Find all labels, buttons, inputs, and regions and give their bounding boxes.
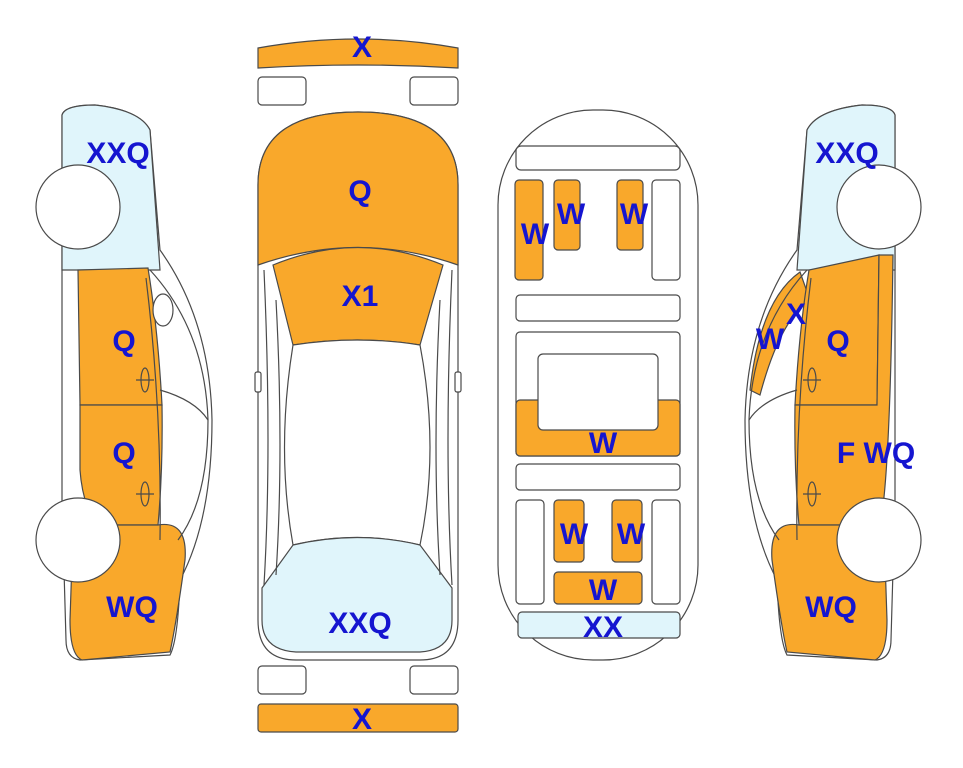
right-door-line	[435, 299, 441, 576]
left-front-wheel	[35, 164, 121, 250]
rear-seat-right-label: W	[617, 518, 646, 551]
right-front-handle-icon	[803, 367, 821, 393]
left-pillar-line	[263, 269, 269, 586]
rear-strip-label: XX	[583, 611, 623, 644]
seat-mid-left-label: W	[557, 198, 586, 231]
rear-strip[interactable]	[517, 611, 681, 639]
floor-bar-label: W	[589, 427, 618, 460]
right-rear-door-label: F WQ	[837, 437, 915, 470]
trunk-block-label: W	[589, 574, 618, 607]
left-door-line	[275, 299, 281, 576]
right-window-line-inner	[748, 389, 798, 421]
seat-mid-right-label: W	[620, 198, 649, 231]
right-door-seam	[796, 277, 812, 541]
right-mirror-top	[454, 371, 462, 393]
front-seat-left[interactable]	[514, 179, 544, 281]
hood-label: Q	[348, 175, 371, 208]
rear-light-right	[409, 665, 459, 695]
rear-bumper[interactable]	[257, 703, 459, 733]
front-bumper[interactable]	[257, 38, 459, 69]
left-front-door-label: Q	[112, 325, 135, 358]
front-seat-mid-right[interactable]	[616, 179, 644, 251]
front-light-left	[257, 76, 307, 106]
top-view: Q X1 XXQ	[254, 111, 462, 661]
left-rear-handle-icon	[136, 481, 154, 507]
rear-side-left	[515, 499, 545, 605]
rear-bumper-group: X	[257, 665, 459, 736]
right-side-view: XXQ W X Q F WQ WQ	[744, 104, 922, 661]
right-front-glass-label: XXQ	[815, 137, 878, 170]
rear-window-label: XXQ	[328, 607, 391, 640]
front-bumper-group: X	[257, 31, 459, 106]
dashboard	[515, 145, 681, 171]
right-rear-quarter-label: WQ	[805, 591, 857, 624]
right-mirror-x-label: X	[786, 298, 806, 331]
front-seat-mid-left[interactable]	[553, 179, 581, 251]
front-bumper-label: X	[352, 31, 372, 64]
left-rear-wheel	[35, 497, 121, 583]
right-pillar-line	[447, 269, 453, 586]
rear-window[interactable]	[261, 536, 453, 653]
rear-light-left	[257, 665, 307, 695]
rear-seat-left-label: W	[560, 518, 589, 551]
right-mirror[interactable]	[749, 271, 811, 396]
left-door-seam	[145, 277, 161, 541]
right-rear-handle-icon	[803, 481, 821, 507]
interior-view: W W W W W W W XX	[497, 109, 699, 661]
roof	[283, 339, 431, 546]
seat-left-label: W	[521, 218, 550, 251]
trunk-block[interactable]	[553, 571, 643, 605]
right-rear-wheel	[836, 497, 922, 583]
front-light-right	[409, 76, 459, 106]
right-front-door-label: Q	[826, 325, 849, 358]
left-rear-door-label: Q	[112, 437, 135, 470]
right-front-wheel	[836, 164, 922, 250]
rear-bumper-label: X	[352, 703, 372, 736]
left-rear-quarter-label: WQ	[106, 591, 158, 624]
windshield-label: X1	[342, 280, 379, 313]
left-front-glass-label: XXQ	[86, 137, 149, 170]
front-seat-right	[651, 179, 681, 281]
rear-side-right	[651, 499, 681, 605]
left-window-line-inner	[159, 389, 209, 421]
left-mirror	[152, 293, 174, 327]
right-mirror-label: W	[756, 323, 785, 356]
rear-seat-right[interactable]	[611, 499, 643, 563]
left-side-view: XXQ Q Q WQ	[35, 104, 213, 661]
rear-bar	[515, 463, 681, 491]
left-mirror-top	[254, 371, 262, 393]
mid-bar	[515, 294, 681, 322]
center-console	[537, 353, 659, 431]
rear-seat-left[interactable]	[553, 499, 585, 563]
left-front-handle-icon	[136, 367, 154, 393]
